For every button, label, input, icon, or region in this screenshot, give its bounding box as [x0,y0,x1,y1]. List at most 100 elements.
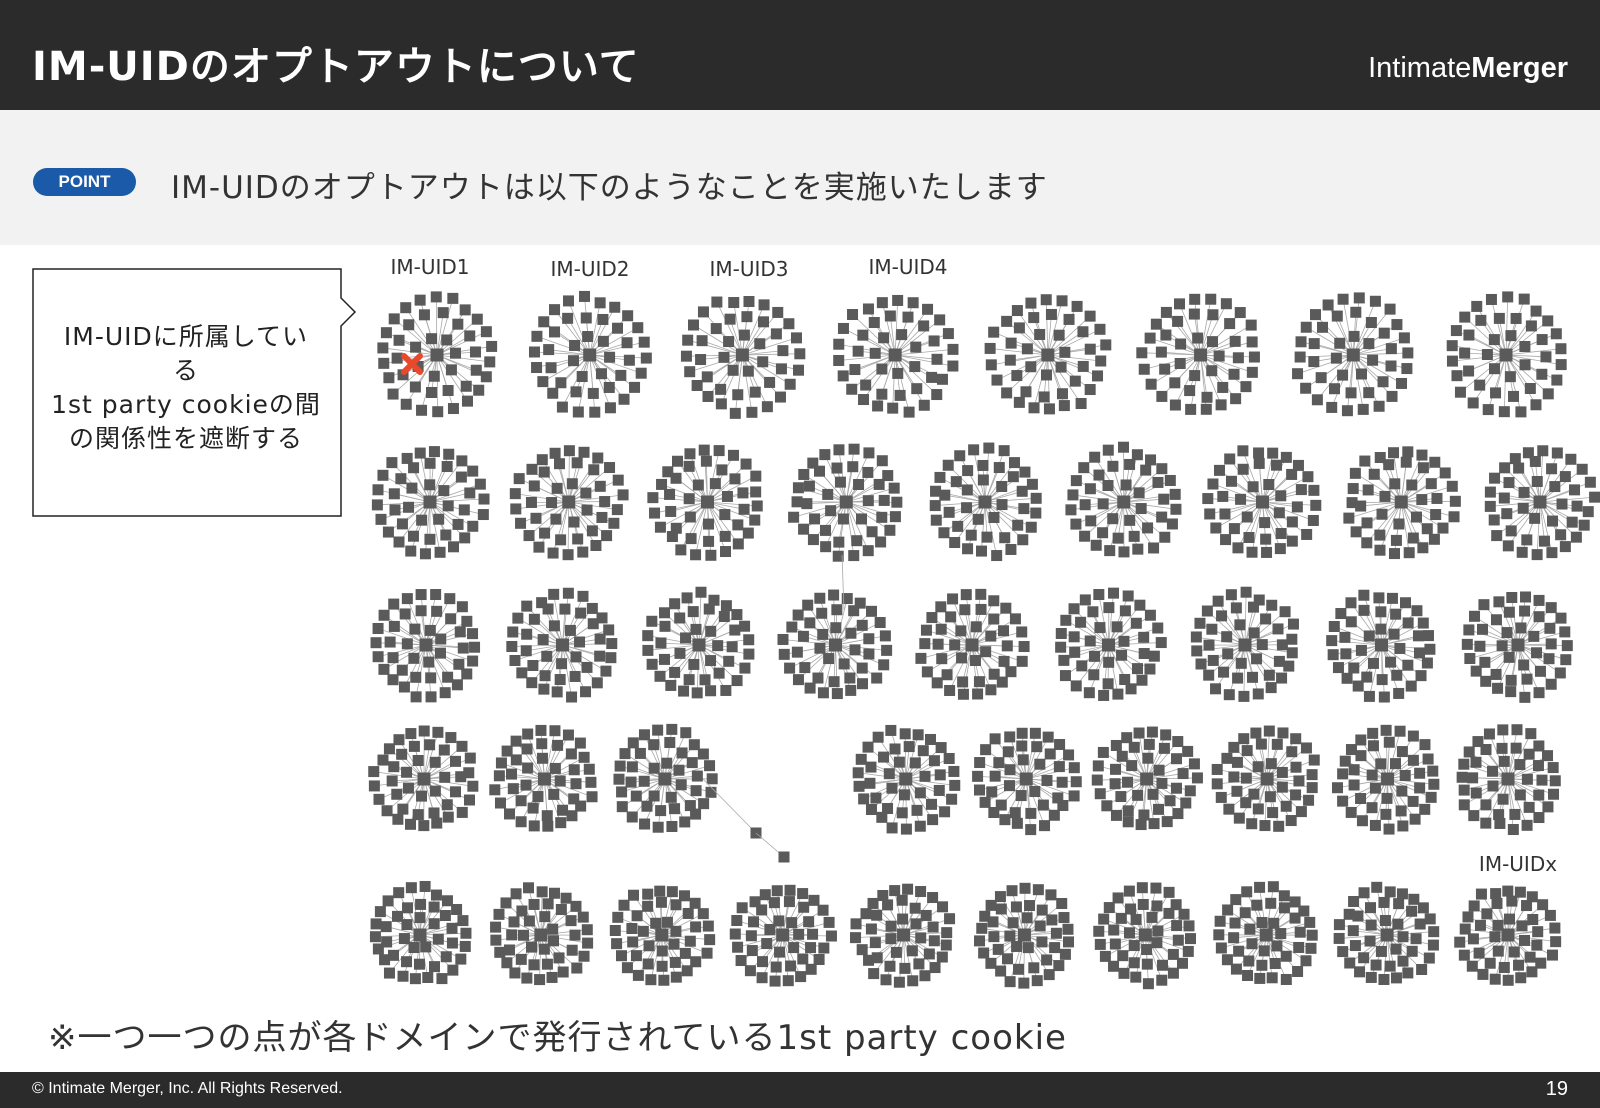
cookie-link [1381,602,1406,646]
cookie-node [1390,943,1402,955]
cookie-link [1505,354,1537,405]
cookie-node [898,789,910,801]
cookie-node [1147,788,1159,800]
cookie-node [1221,752,1233,764]
cookie-node [428,807,440,819]
cookie-node [539,911,551,923]
cookie-node [523,915,535,927]
cut-marker-stroke [401,353,423,375]
footnote: ※一つ一つの点が各ドメインで発行されている1st party cookie [48,1018,1067,1058]
cookie-node [1273,820,1285,832]
cookie-node [528,346,540,358]
cookie-link [515,501,569,510]
cookie-node [531,330,543,342]
cookie-node [1263,478,1275,490]
cookie-node [868,317,880,329]
cookie-node [702,920,714,932]
cookie-node [407,530,419,542]
cookie-link [1352,354,1393,397]
cookie-node [543,344,555,356]
cookie-node [493,908,505,920]
cookie-node [1408,893,1420,905]
cookie-node [1172,934,1184,946]
cookie-node [1005,666,1017,678]
cookie-link [742,354,781,398]
cookie-node [1230,393,1242,405]
cookie-node [396,748,408,760]
cookie-node [1060,614,1072,626]
cookie-node [1365,919,1377,931]
cookie-link [1200,354,1208,398]
cookie-link [742,354,791,385]
cookie-link [782,934,801,977]
cookie-link [1381,598,1393,646]
cookie-node [1018,503,1030,515]
cookie-link [1262,457,1287,503]
uid-center-node [658,772,672,786]
cookie-node [1228,368,1240,380]
cookie-node [656,945,668,957]
cookie-node [1116,750,1128,762]
cookie-node [936,373,948,385]
cookie-node [522,728,534,740]
cookie-node [381,936,393,948]
cookie-node [690,549,702,561]
cookie-node [930,485,942,497]
cookie-node [442,385,454,397]
cookie-node [1276,766,1288,778]
cookie-node [1011,817,1023,829]
cookie-node [447,403,459,415]
cookie-node [1470,756,1482,768]
cookie-link [737,934,783,948]
cookie-node [1104,545,1116,557]
cookie-node [899,962,911,974]
cookie-link [996,354,1049,381]
cookie-node [1337,293,1349,305]
cookie-node [1550,328,1562,340]
cookie-node [1482,404,1494,416]
cookie-node [432,726,444,738]
cookie-node [1241,886,1253,898]
cookie-node [978,947,990,959]
cookie-link [1228,644,1246,695]
cookie-node [1385,343,1397,355]
cookie-link [1381,644,1400,694]
cookie-node [617,489,629,501]
cookie-link [1465,928,1509,936]
cookie-node [878,659,890,671]
cookie-node [797,888,809,900]
cookie-node [1056,776,1068,788]
cookie-node [409,973,421,985]
cookie-link [852,314,896,356]
cookie-node [388,761,400,773]
cookie-node [516,667,528,679]
cookie-node [1277,727,1289,739]
cookie-node [1343,512,1355,524]
cookie-node [1546,949,1558,961]
cookie-node [1126,760,1138,772]
uid-cluster [850,883,956,988]
cookie-link [680,501,708,551]
uid-cluster [788,443,903,562]
cookie-node [1396,746,1408,758]
cookie-node [430,889,442,901]
cookie-link [650,934,663,980]
cookie-link [1265,934,1287,980]
uid-cluster [1333,881,1440,985]
cookie-node [1427,765,1439,777]
cookie-node [1427,939,1439,951]
cookie-link [1006,321,1049,356]
cookie-node [557,966,569,978]
cookie-node [1261,546,1273,558]
cookie-link [1108,593,1114,646]
cookie-node [439,771,451,783]
cookie-link [943,501,986,534]
cookie-link [1215,644,1246,690]
cookie-link [984,501,1032,528]
cookie-link [1123,498,1164,503]
cookie-node [965,529,977,541]
cookie-node [1153,764,1165,776]
cookie-node [1340,648,1352,660]
cookie-link [990,348,1048,356]
cookie-node [655,637,667,649]
